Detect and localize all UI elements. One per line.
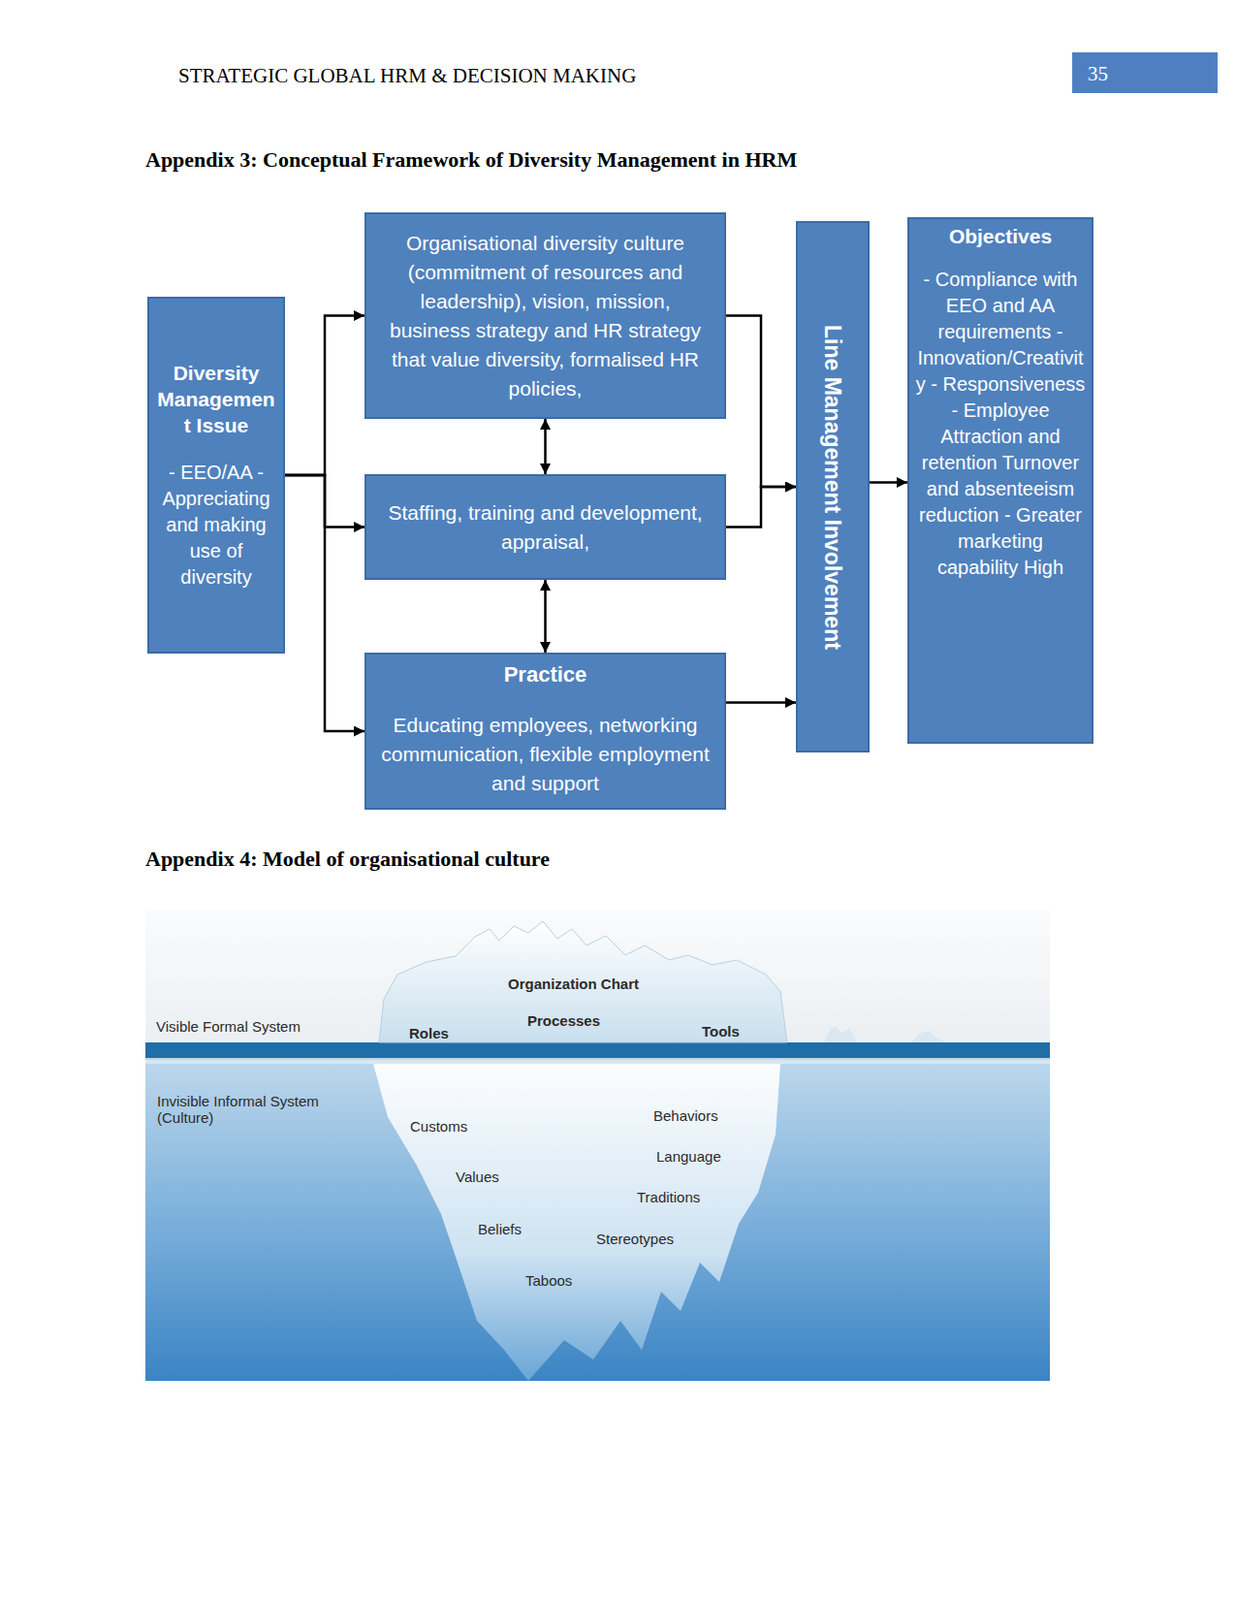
objectives-box: Objectives - Compliance with EEO and AA r… [907, 217, 1094, 744]
connector-arrow [285, 316, 365, 476]
connector-arrow [543, 579, 547, 653]
box-text: Line Management Involvement [818, 324, 848, 650]
iceberg-label: Beliefs [477, 1220, 522, 1237]
iceberg-label: Organization Chart [507, 975, 639, 992]
page-number-box [1072, 52, 1218, 94]
iceberg-label: Traditions [636, 1188, 700, 1205]
connector-arrow [726, 316, 796, 488]
distant-iceberg [824, 1025, 857, 1043]
iceberg-label: Invisible Informal System (Culture) [157, 1092, 351, 1126]
process-box: Organisational diversity culture (commit… [364, 212, 727, 419]
figure-title: Appendix 3: Conceptual Framework of Dive… [145, 147, 797, 173]
sky [145, 910, 1050, 1043]
iceberg-label: Visible Formal System [156, 1017, 301, 1035]
iceberg-label: Taboos [525, 1271, 572, 1289]
water [145, 1042, 1050, 1381]
distant-iceberg [911, 1030, 946, 1043]
box-text: - EEO/AA - Appreciating and making use o… [155, 459, 278, 591]
iceberg-label: Processes [527, 1012, 601, 1029]
box-heading: Practice [378, 660, 713, 690]
iceberg-label: Roles [409, 1024, 449, 1042]
connector-arrow [285, 475, 365, 731]
vertical-band: Line Management Involvement [795, 221, 870, 753]
iceberg-label: Stereotypes [596, 1230, 674, 1247]
process-box: Staffing, training and development, appr… [364, 474, 727, 580]
connector-arrow [869, 480, 908, 484]
figure-title: Appendix 4: Model of organisational cult… [145, 846, 550, 872]
iceberg-label: Customs [410, 1117, 468, 1135]
box-text: Organisational diversity culture (commit… [378, 228, 713, 404]
box-text: Staffing, training and development, appr… [378, 498, 713, 557]
iceberg-label: Tools [701, 1022, 740, 1040]
process-box: PracticeEducating employees, networking … [364, 652, 727, 810]
connector-arrow [543, 418, 547, 475]
iceberg-above-water [379, 920, 788, 1043]
box-text: Educating employees, networking communic… [378, 710, 713, 798]
iceberg-label: Values [455, 1168, 500, 1185]
iceberg-label: Language [656, 1147, 722, 1165]
iceberg-underwater [373, 1063, 781, 1381]
box-heading: Objectives [915, 222, 1086, 250]
water-surface [145, 1042, 1050, 1058]
box-text: - Compliance with EEO and AA requirement… [915, 266, 1086, 581]
iceberg-label: Behaviors [653, 1107, 719, 1124]
issue-box: Diversity Management Issue - EEO/AA - App… [147, 296, 286, 654]
water-line [145, 1059, 1050, 1064]
running-header: STRATEGIC GLOBAL HRM & DECISION MAKING [178, 63, 636, 89]
connector-arrow [726, 486, 796, 528]
connector-arrow [726, 700, 796, 704]
box-heading: Diversity Management Issue [155, 359, 278, 439]
page-number: 35 [1087, 62, 1109, 87]
